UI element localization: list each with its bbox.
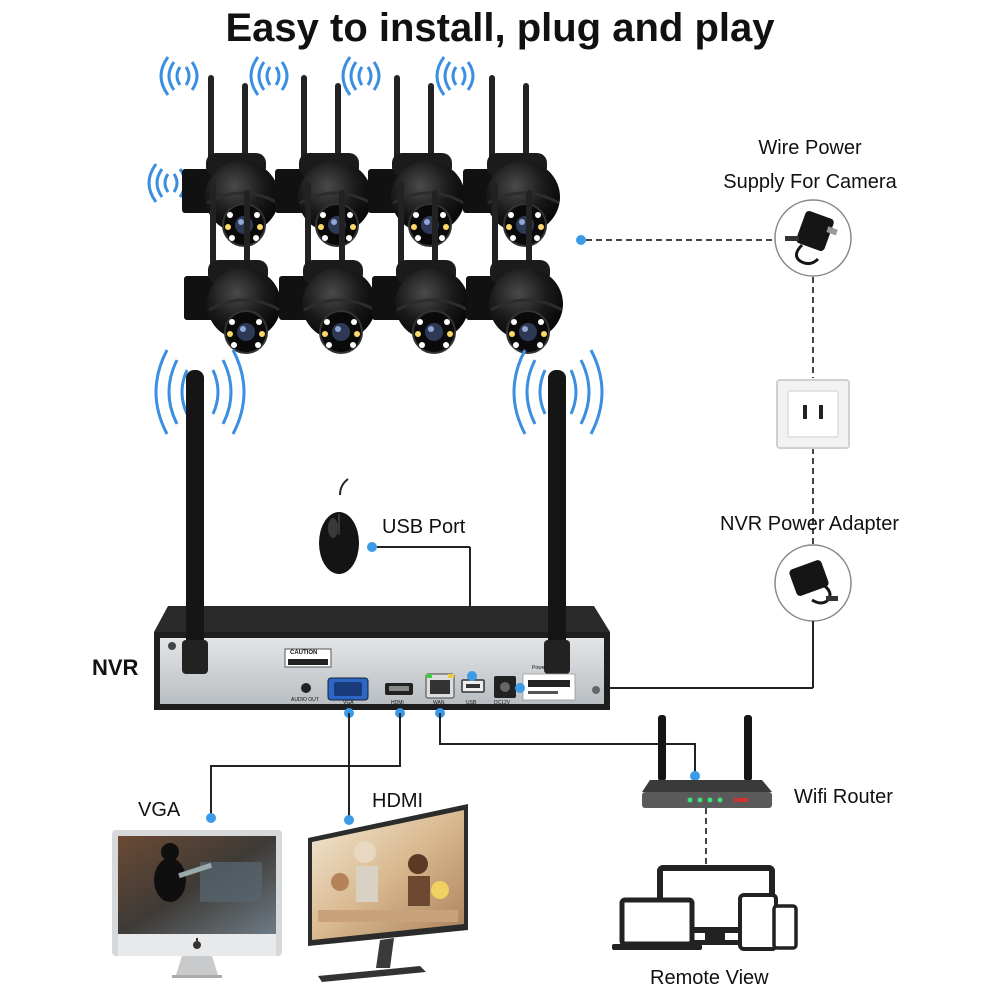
camera-power-line bbox=[576, 235, 814, 545]
wifi-signal-icon bbox=[159, 55, 199, 97]
port-label-usb: USB bbox=[466, 700, 477, 706]
page-title: Easy to install, plug and play bbox=[225, 6, 775, 50]
hdmi-monitor bbox=[308, 804, 468, 982]
port-label-dc: DC12V bbox=[494, 700, 511, 706]
remote-view-devices bbox=[612, 865, 798, 951]
wall-socket-icon bbox=[776, 379, 850, 449]
vga-label: VGA bbox=[138, 799, 181, 821]
nvr-power-line bbox=[601, 621, 814, 689]
camera bbox=[273, 73, 374, 248]
power-label: Power bbox=[532, 665, 547, 671]
wifi-router bbox=[642, 715, 772, 808]
mouse-icon bbox=[319, 478, 359, 574]
port-label-vga: VGA bbox=[343, 700, 354, 706]
vga-monitor bbox=[112, 830, 282, 978]
apple-logo-icon bbox=[193, 938, 201, 949]
wire-power-label-line1: Wire Power bbox=[758, 137, 862, 159]
dc-port-dot bbox=[515, 683, 525, 693]
hdmi-label: HDMI bbox=[372, 790, 424, 812]
vga-monitor-dot bbox=[206, 813, 216, 823]
nvr-label: NVR bbox=[92, 655, 139, 680]
camera bbox=[366, 73, 467, 248]
wifi-signal-icon bbox=[249, 55, 289, 97]
nvr-device bbox=[154, 370, 610, 710]
wifi-router-label: Wifi Router bbox=[794, 786, 893, 808]
port-label-wan: WAN bbox=[433, 700, 445, 706]
power-adapter-icon bbox=[774, 199, 852, 277]
wifi-signal-icon bbox=[147, 162, 187, 204]
port-label-hdmi: HDMI bbox=[391, 700, 404, 706]
caution-sticker-text: CAUTION bbox=[290, 650, 318, 656]
nvr-power-adapter-label: NVR Power Adapter bbox=[720, 513, 899, 535]
usb-port-label: USB Port bbox=[382, 516, 466, 538]
wifi-signal-icon bbox=[512, 349, 604, 435]
router-dot bbox=[690, 771, 700, 781]
wire-power-label-line2: Supply For Camera bbox=[723, 171, 897, 193]
usb-port-dot bbox=[467, 671, 477, 681]
camera bbox=[180, 73, 281, 248]
wifi-signal-icon bbox=[341, 55, 381, 97]
camera bbox=[461, 73, 562, 248]
remote-view-label: Remote View bbox=[650, 967, 769, 989]
power-adapter-icon bbox=[774, 544, 852, 622]
hdmi-monitor-dot bbox=[344, 815, 354, 825]
port-label-audio: AUDIO OUT bbox=[291, 697, 319, 703]
wifi-signal-icon bbox=[435, 55, 475, 97]
wifi-signal-icon bbox=[154, 349, 246, 435]
video-output-lines bbox=[210, 713, 696, 818]
